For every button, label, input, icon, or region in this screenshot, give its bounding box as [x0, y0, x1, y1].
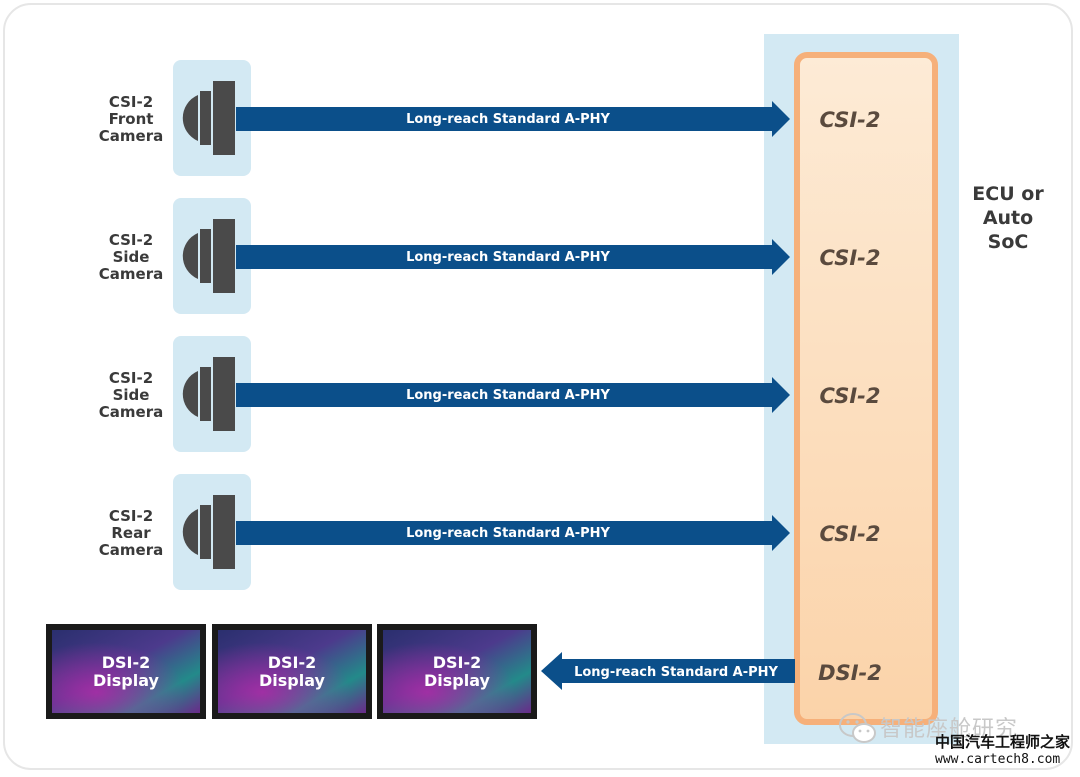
- camera-label-line: Camera: [98, 127, 164, 145]
- ecu-port-csi2-1: CSI-2: [820, 108, 881, 132]
- link-label: Long-reach Standard A-PHY: [406, 388, 610, 403]
- ecu-port-csi2-2: CSI-2: [820, 246, 881, 270]
- camera-label-side-1: CSI-2 Side Camera: [78, 232, 184, 283]
- camera-icon: [213, 81, 235, 155]
- watermark-subtitle: 中国汽车工程师之家: [935, 733, 1071, 751]
- camera-label-line: Side: [112, 248, 150, 266]
- ecu-label-line: Auto: [982, 207, 1034, 229]
- ecu-port-csi2-3: CSI-2: [820, 384, 881, 408]
- camera-label-line: Camera: [98, 403, 164, 421]
- camera-label-line: CSI-2: [108, 93, 154, 111]
- display-label-line1: DSI-2: [268, 653, 317, 672]
- camera-icon: [213, 495, 235, 569]
- camera-icon: [213, 357, 235, 431]
- link-arrow-front: Long-reach Standard A-PHY: [236, 101, 790, 137]
- link-arrow-side-1: Long-reach Standard A-PHY: [236, 239, 790, 275]
- camera-rear: [173, 474, 251, 590]
- display-1: DSI-2 Display: [46, 624, 206, 719]
- ecu-label-line: ECU or: [972, 183, 1044, 205]
- link-arrow-rear: Long-reach Standard A-PHY: [236, 515, 790, 551]
- camera-label-line: CSI-2: [108, 507, 154, 525]
- ecu-label-line: SoC: [987, 231, 1029, 253]
- display-2: DSI-2 Display: [212, 624, 372, 719]
- camera-label-line: Camera: [98, 541, 164, 559]
- ecu-port-csi2-4: CSI-2: [820, 522, 881, 546]
- watermark-url: www.cartech8.com: [935, 752, 1061, 767]
- camera-icon: [213, 219, 235, 293]
- display-label-line1: DSI-2: [433, 653, 482, 672]
- link-label: Long-reach Standard A-PHY: [574, 665, 778, 680]
- camera-front: [173, 60, 251, 176]
- watermark-title: 智能座舱研究: [880, 717, 1019, 742]
- wechat-icon: [839, 713, 876, 743]
- link-label: Long-reach Standard A-PHY: [406, 250, 610, 265]
- link-label: Long-reach Standard A-PHY: [406, 526, 610, 541]
- camera-label-side-2: CSI-2 Side Camera: [78, 370, 184, 421]
- camera-label-line: Rear: [111, 524, 151, 542]
- ecu-label: ECU or Auto SoC: [962, 182, 1054, 254]
- display-label-line2: Display: [259, 671, 326, 690]
- display-label-line1: DSI-2: [102, 653, 151, 672]
- camera-label-rear: CSI-2 Rear Camera: [78, 508, 184, 559]
- camera-label-line: Side: [112, 386, 150, 404]
- camera-label-line: Front: [108, 110, 154, 128]
- camera-label-front: CSI-2 Front Camera: [78, 94, 184, 145]
- camera-side-1: [173, 198, 251, 314]
- ecu-port-dsi2: DSI-2: [818, 661, 882, 685]
- display-label-line2: Display: [93, 671, 160, 690]
- camera-side-2: [173, 336, 251, 452]
- display-label-line2: Display: [424, 671, 491, 690]
- link-arrow-side-2: Long-reach Standard A-PHY: [236, 377, 790, 413]
- link-label: Long-reach Standard A-PHY: [406, 112, 610, 127]
- camera-label-line: Camera: [98, 265, 164, 283]
- camera-label-line: CSI-2: [108, 231, 154, 249]
- link-arrow-display: Long-reach Standard A-PHY: [541, 652, 795, 690]
- camera-label-line: CSI-2: [108, 369, 154, 387]
- display-3: DSI-2 Display: [377, 624, 537, 719]
